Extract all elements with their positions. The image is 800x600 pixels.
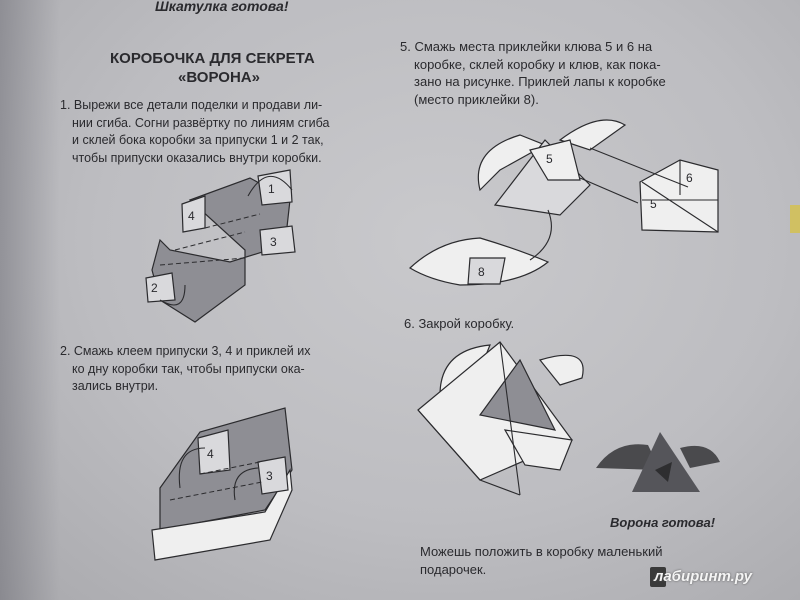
step-1-line: нии сгиба. Согни развёртку по линиям сги… (72, 115, 330, 130)
tab-edge (790, 205, 800, 233)
arrow-4 (178, 447, 206, 489)
label-4-b: 4 (207, 447, 214, 461)
crow-body-photo (632, 432, 700, 492)
label-3: 3 (270, 235, 277, 249)
step-5-line: зано на рисунке. Приклей лапы к коробке (414, 74, 666, 89)
crow-beak-photo (655, 462, 672, 482)
flap-2 (145, 272, 176, 303)
diagram-step-5: 5 6 5 8 (409, 119, 719, 286)
label-1: 1 (268, 182, 275, 196)
crow-done-caption: Ворона готова! (610, 515, 716, 530)
label-6: 6 (686, 171, 693, 185)
flap-1 (257, 169, 293, 206)
diagram-step-1: 1 4 3 2 (145, 169, 296, 323)
crow-wing-left (596, 444, 660, 470)
page-title: КОРОБОЧКА ДЛЯ СЕКРЕТА (110, 50, 315, 67)
fold-lines-b (169, 461, 263, 501)
gift-note: Можешь положить в коробку маленький пода… (420, 543, 662, 579)
feet-glue-8 (467, 257, 506, 285)
arrow-3 (233, 467, 259, 501)
flap-3-b (257, 456, 289, 495)
assembly-arrows (529, 147, 689, 261)
arrow-1 (247, 175, 293, 197)
step-5-text: 5. Смажь места приклейки клюва 5 и 6 на … (400, 38, 666, 108)
step-5-line: 5. Смажь места приклейки клюва 5 и 6 на (400, 39, 653, 54)
step-2-line: зались внутри. (72, 379, 159, 393)
step-1-line: чтобы припуски оказались внутри коробки. (72, 150, 322, 165)
step-1-text: 1. Вырежи все детали поделки и продави л… (60, 97, 329, 167)
label-3-b: 3 (266, 469, 273, 483)
fold-lines (159, 213, 261, 266)
diagram-step-6 (417, 341, 584, 496)
left-wing (477, 134, 547, 192)
page-shadow (0, 0, 60, 600)
flap-4-b (197, 429, 231, 475)
step-5-line: (место приклейки 8). (414, 91, 539, 107)
watermark-text: лабиринт.ру (654, 568, 752, 585)
label-8: 8 (478, 265, 485, 279)
beak-area-5 (529, 139, 581, 181)
box-edges (417, 341, 521, 496)
step-6-text: 6. Закрой коробку. (404, 316, 515, 331)
step-2-text: 2. Смажь клеем припуски 3, 4 и приклей и… (60, 343, 310, 396)
label-5: 5 (546, 152, 553, 166)
previous-done-caption: Шкатулка готова! (155, 0, 289, 14)
arrow-2 (159, 284, 186, 306)
gift-note-line: подарочек. (420, 562, 487, 577)
label-5-beak: 5 (650, 197, 657, 211)
step-1-line: 1. Вырежи все детали поделки и продави л… (60, 98, 323, 112)
front-flap (503, 429, 573, 471)
beak-piece (639, 159, 719, 233)
gift-note-line: Можешь положить в коробку маленький (420, 544, 663, 559)
right-wing-6 (538, 354, 584, 386)
beak-fold-lines (641, 160, 719, 233)
step-1-line: и склей бока коробки за припуски 1 и 2 т… (72, 133, 324, 147)
flap-3 (259, 225, 296, 256)
finished-crow-photo (596, 432, 720, 492)
step-2-line: 2. Смажь клеем припуски 3, 4 и приклей и… (60, 344, 311, 358)
right-wing (558, 119, 627, 151)
label-4: 4 (188, 209, 195, 223)
diagram-step-2: 4 3 (151, 407, 293, 561)
watermark-logo (650, 567, 666, 587)
box-interior (478, 358, 557, 431)
box-front-wall (151, 468, 293, 561)
crow-wing-right (680, 445, 720, 468)
label-2: 2 (151, 281, 158, 295)
crow-body (493, 139, 591, 216)
step-2-line: ко дну коробки так, чтобы припуски ока- (72, 361, 305, 376)
step-5-line: коробке, склей коробку и клюв, как пока- (414, 56, 661, 72)
page-subtitle: «ВОРОНА» (178, 69, 260, 86)
